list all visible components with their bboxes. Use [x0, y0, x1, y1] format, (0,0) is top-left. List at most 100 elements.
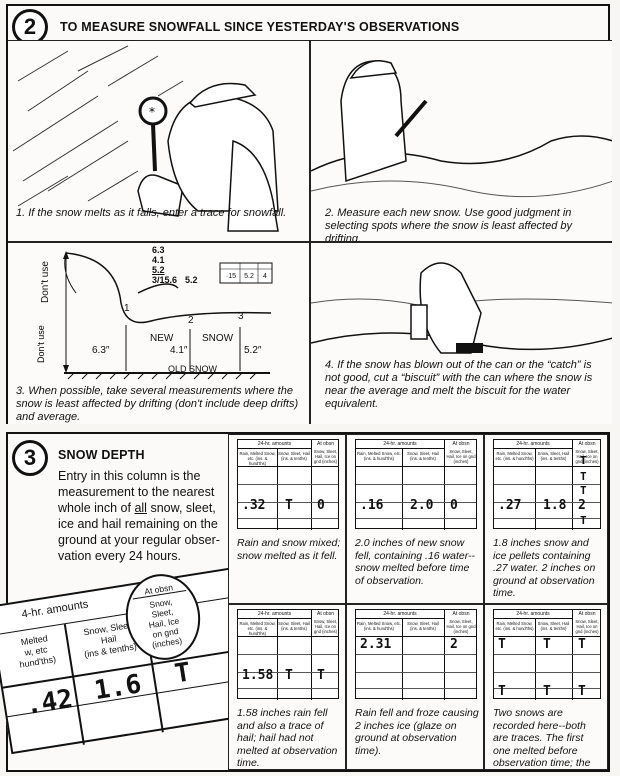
mini-form-at-obsn: At obsn — [452, 611, 470, 617]
mini-form-extra-entry: T — [578, 684, 586, 699]
mini-form-value-depth: T — [317, 668, 325, 683]
mini-form-value-1: ·15 — [225, 273, 237, 280]
point-3-label: 3 — [238, 311, 244, 322]
new-label: NEW — [150, 333, 174, 344]
mini-form-col2-header: Snow, Sleet, Hail (ins. & tenths) — [407, 451, 439, 461]
mini-form-extra-entry: T — [580, 470, 587, 483]
mini-form-col1-header: Rain, Melted Snow, etc. (ins. & hund'ths… — [495, 451, 534, 461]
mini-form-value-3: 4 — [263, 273, 267, 280]
mini-form-value-snowfall: 2.0 — [410, 498, 434, 513]
mini-form-col1-header: Rain, Melted Snow, etc. (ins. & hund'ths… — [239, 451, 276, 466]
svg-text:Don't use: Don't use — [36, 325, 46, 363]
mini-form-value-precip: 2.31 — [360, 637, 392, 652]
section-2: 2 TO MEASURE SNOWFALL SINCE YESTERDAY'S … — [6, 4, 612, 424]
snow-depth-diagram: Don't use — [36, 251, 273, 380]
mini-form-value-snowfall: T — [285, 668, 293, 683]
example-caption: 2.0 inches of new snow fell, containing … — [355, 537, 476, 587]
depth-3-label: 5.2″ — [244, 345, 262, 356]
panel-2-caption: 2. Measure each new snow. Use good judgm… — [325, 207, 573, 242]
big-form-value-3: T — [172, 657, 193, 690]
mini-form-col3-header: Snow, Sleet, Hail, Ice on gnd (inches) — [313, 449, 338, 464]
mini-form-value-precip: .27 — [498, 498, 522, 513]
mini-form-extra-entry: T — [580, 514, 587, 527]
mini-form-col2-header: Snow, Sleet, Hail (ins. & tenths) — [537, 451, 570, 461]
mini-form-col2-header: Snow, Sleet, Hail (ins. & tenths) — [537, 621, 570, 631]
point-2-label: 2 — [188, 315, 194, 326]
snow-falling-illustration: * — [12, 45, 279, 232]
mini-form-col1-header: Rain, Melted Snow, etc. (ins. & hund'ths… — [357, 451, 401, 461]
mini-form-value-precip: .16 — [360, 498, 384, 513]
panel-measure-new-snow: 2. Measure each new snow. Use good judgm… — [310, 40, 612, 242]
mini-form-extra-entry: T — [498, 684, 506, 699]
mini-form-extra-entry: T — [543, 684, 551, 699]
snow-depth-description: Entry in this column is the measurement … — [58, 469, 220, 563]
example-caption: Two snows are recorded here--both are tr… — [493, 707, 591, 769]
mini-form-at-obsn: At obsn — [578, 441, 596, 447]
svg-text:*: * — [149, 105, 155, 119]
section-2-title: TO MEASURE SNOWFALL SINCE YESTERDAY'S OB… — [60, 20, 460, 34]
mini-form-value-depth: T — [578, 637, 586, 652]
mini-form-value-precip: 1.58 — [242, 668, 274, 683]
mini-form-col2-header: Snow, Sleet, Hail (ins. & tenths) — [407, 621, 439, 631]
mini-form-at-obsn: At obsn — [452, 441, 470, 447]
mini-form-at-obsn: At obsn — [317, 441, 334, 447]
mini-form-col2-header: Snow, Sleet, Hail (ins. & tenths) — [278, 451, 310, 461]
snow-label: SNOW — [202, 333, 234, 344]
panel-snow-melts: * 1. If the snow melts as it falls, ente… — [8, 40, 310, 242]
example-caption: Rain and snow mixed; snow melted as it f… — [237, 537, 341, 562]
mini-form-header: 24-hr. amounts — [516, 611, 550, 617]
section-2-badge: 2 — [12, 9, 48, 45]
section-3-badge: 3 — [12, 440, 48, 476]
cutting-biscuit-illustration — [311, 262, 612, 354]
mini-form-col3-header: Snow, Sleet, Hail, Ice on gnd (inches) — [313, 619, 338, 634]
example-caption: 1.8 inches snow and ice pellets containi… — [493, 537, 596, 599]
panel-several-measurements: Don't use ·15 5.2 4 Don't use 6.3 4.1 5.… — [8, 242, 310, 424]
mini-form-col2-header: Snow, Sleet, Hail (ins. & tenths) — [278, 621, 310, 631]
person-figure — [340, 60, 407, 183]
mini-form-at-obsn: At obsn — [578, 611, 596, 617]
panel-cut-biscuit: 4. If the snow has blown out of the can … — [310, 242, 612, 424]
panel-4-caption: 4. If the snow has blown out of the can … — [325, 359, 593, 410]
mini-form-header: 24-hr. amounts — [383, 611, 417, 617]
section-3: 3 SNOW DEPTH Entry in this column is the… — [0, 432, 610, 772]
mini-form-value-snowfall: T — [543, 637, 551, 652]
mini-form-col3-header: Snow, Sleet, Hail, Ice on gnd (inches) — [446, 619, 476, 634]
mini-form-value-depth: 0 — [317, 498, 325, 513]
depth-1-label: 6.3″ — [92, 345, 110, 356]
measuring-snow-illustration — [311, 60, 612, 198]
mini-form-extra-entry: T — [580, 484, 587, 497]
example-caption: 1.58 inches rain fell and also a trace o… — [237, 707, 338, 769]
mini-form-value-depth: 2 — [578, 498, 586, 513]
section-3-title: SNOW DEPTH — [58, 448, 145, 462]
mini-form-value-precip: T — [498, 637, 506, 652]
mini-form-extra-entry: T — [580, 454, 587, 467]
big-form-value-2: 1.6 — [92, 669, 144, 707]
mini-form-value-depth: 0 — [450, 498, 458, 513]
mini-form-col1-header: Rain, Melted Snow, etc. (ins. & hund'ths… — [239, 621, 276, 636]
old-snow-label: OLD SNOW — [168, 364, 218, 374]
mini-form-col1-header: Rain, Melted Snow, etc. (ins. & hund'ths… — [357, 621, 401, 631]
mini-form-header: 24-hr. amounts — [383, 441, 417, 447]
mini-form-header: 24-hr. amounts — [257, 441, 292, 447]
mini-form-col3-header: Snow, Sleet, Hail, Ice on gnd (inches) — [446, 449, 476, 464]
snow-can-icon — [410, 304, 428, 340]
person-figure — [419, 262, 482, 354]
panel-1-caption: 1. If the snow melts as it falls, enter … — [16, 207, 287, 219]
mini-form-value-snowfall: 1.8 — [543, 498, 567, 513]
mini-form-header: 24-hr. amounts — [257, 611, 292, 617]
mini-form-col1-header: Rain, Melted Snow, etc. (ins. & hund'ths… — [495, 621, 534, 631]
